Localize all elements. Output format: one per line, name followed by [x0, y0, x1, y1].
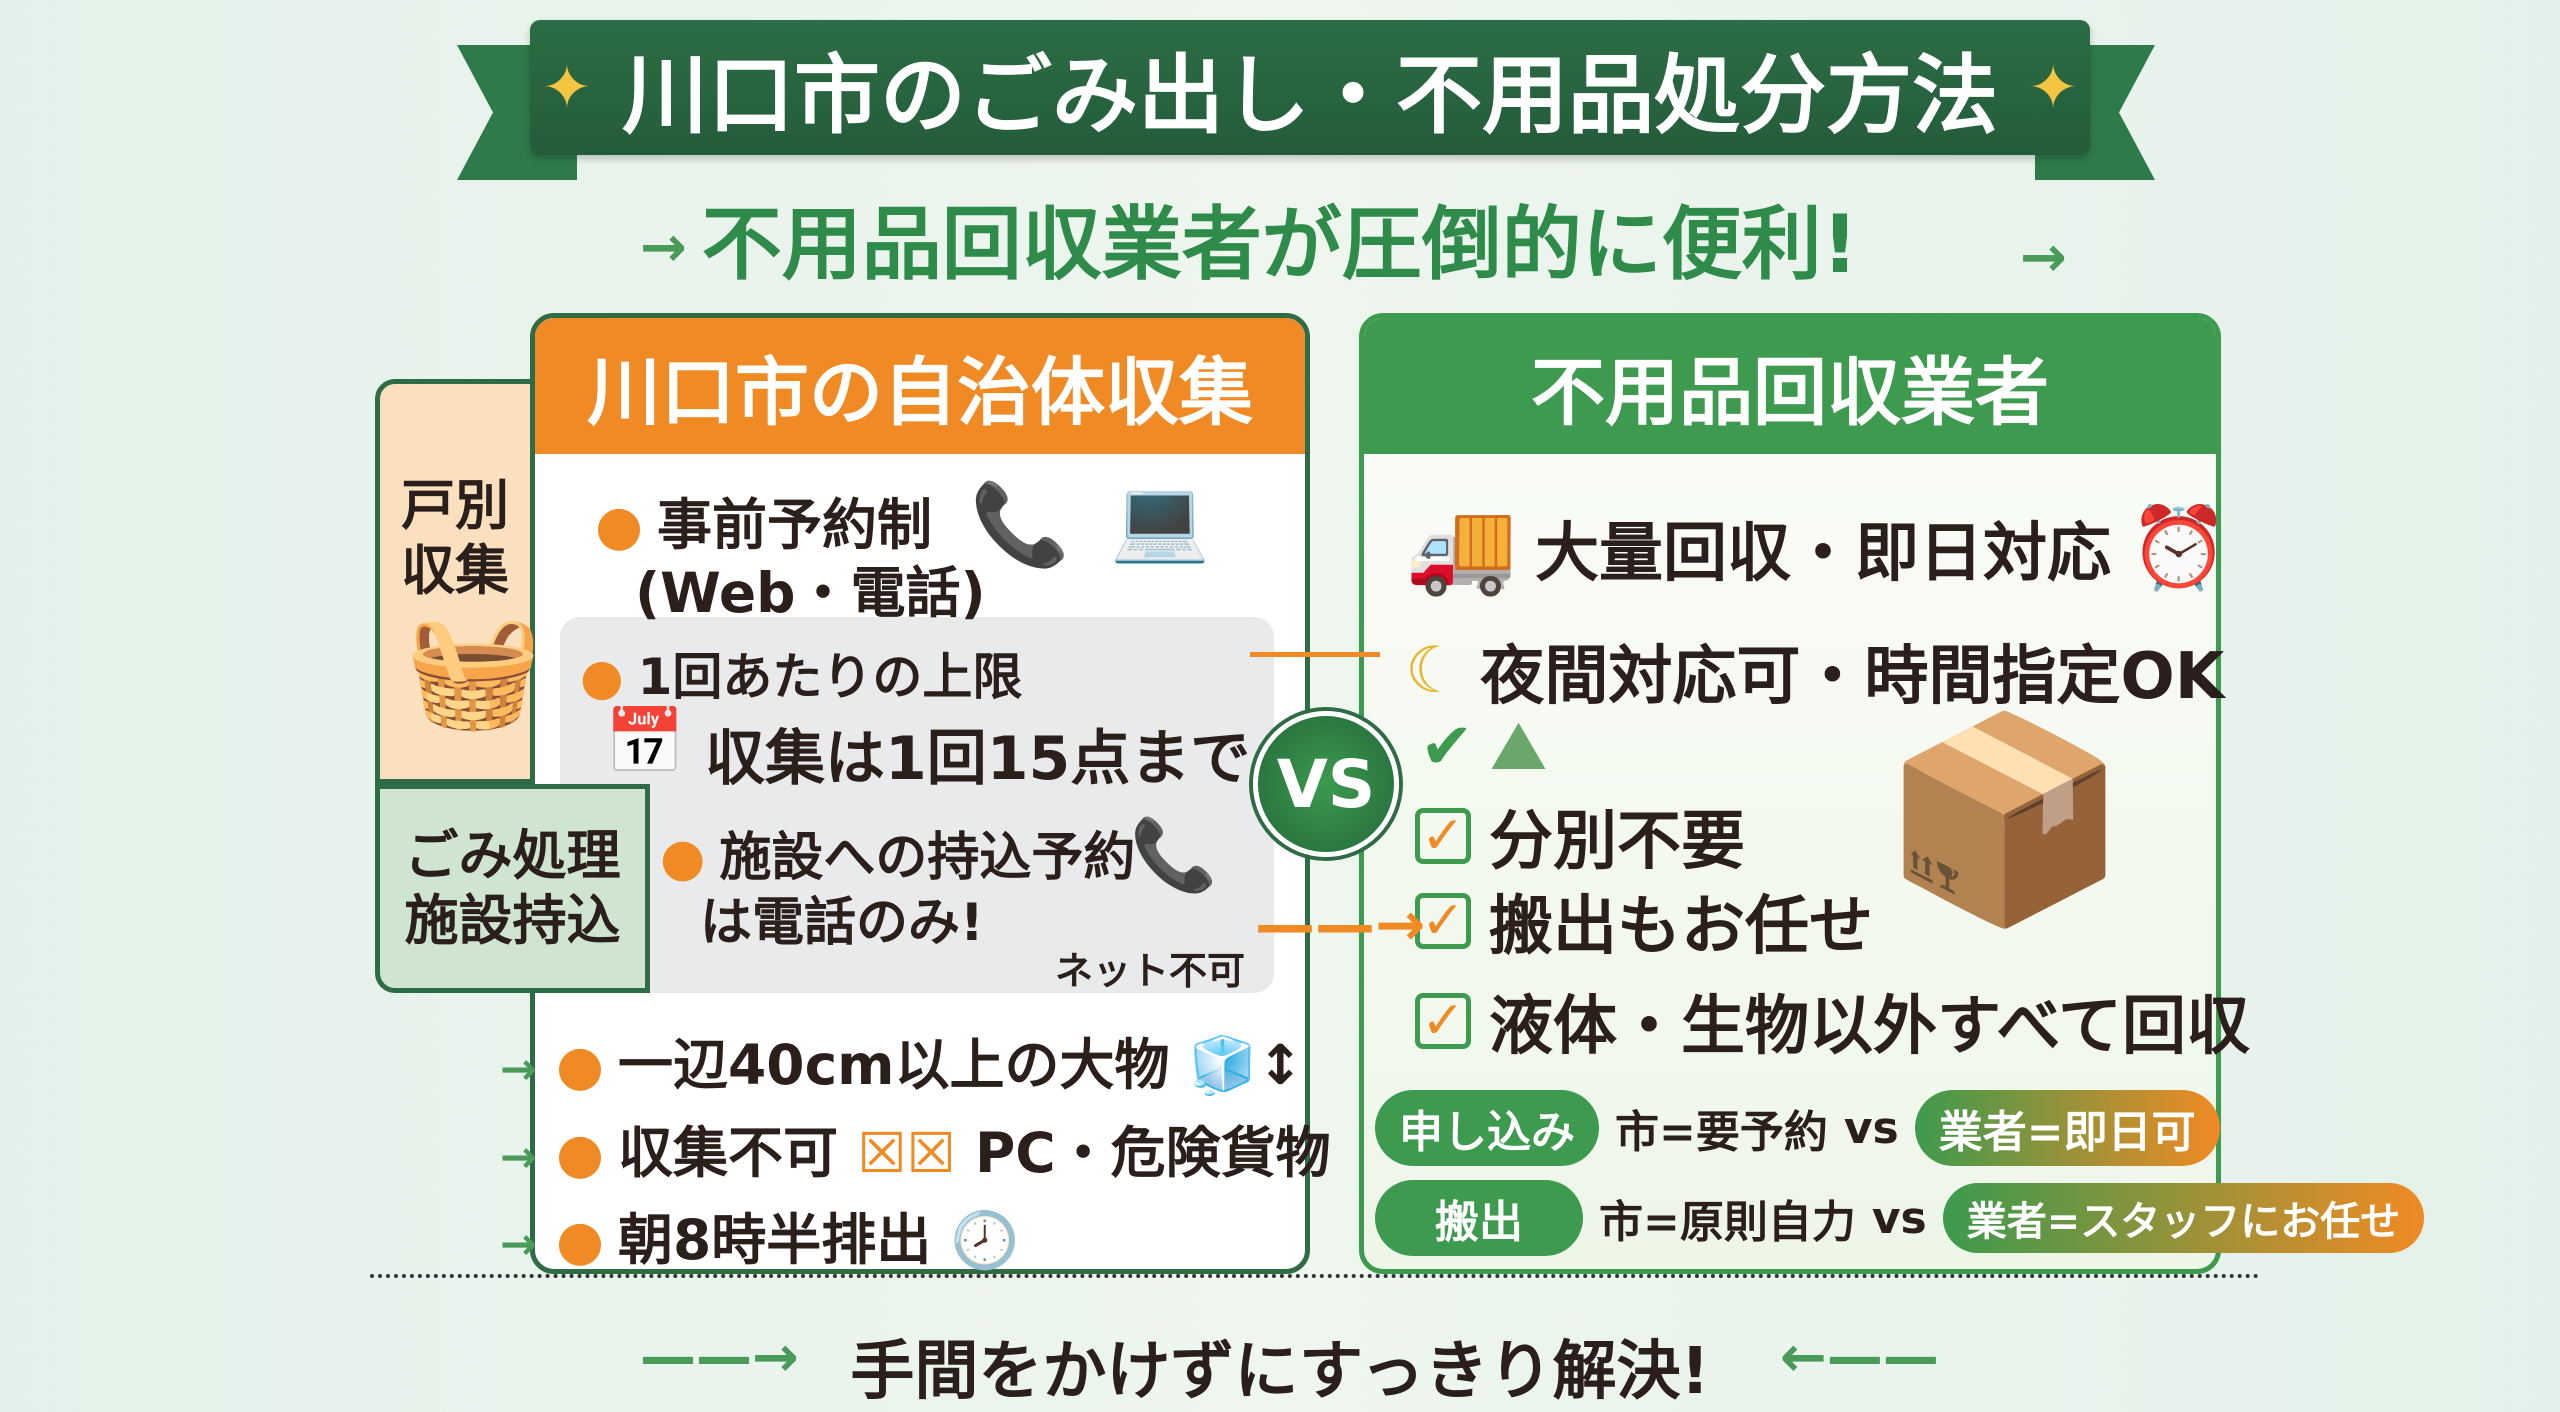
title-banner: ✦ 川口市のごみ出し・不用品処分方法 ✦ — [530, 20, 2090, 155]
checkbox-icon: ✓ — [1415, 808, 1471, 864]
limit-box — [560, 617, 1274, 993]
vendor-item: 夜間対応可・時間指定OK — [1480, 640, 2225, 714]
checkbox-icon: ✓ — [1415, 993, 1471, 1049]
vendor-item: 搬出もお任せ — [1489, 890, 1873, 964]
vendor-item: 大量回収・即日対応 — [1535, 516, 2112, 591]
tab-kobetsu: 戸別収集 — [375, 379, 535, 784]
laptop-icon: 💻 — [1110, 473, 1210, 566]
arrow-icon: → — [500, 1044, 537, 1095]
vendor-item: 分別不要 — [1489, 805, 1745, 879]
vendor-header: 不用品回収業者 — [1364, 318, 2216, 454]
alarm-clock-icon: ⏰ — [2129, 500, 2229, 594]
sparkle-icon: ✦ — [2028, 52, 2079, 123]
facility-text-2: は電話のみ! — [700, 893, 984, 953]
checkbox-icon: ✓ — [1415, 893, 1471, 949]
arrow-icon: → — [640, 215, 687, 280]
comparison-row: 申し込み 市=要予約 vs 業者=即日可 — [1375, 1090, 2220, 1166]
vs-text: vs — [1843, 1102, 1899, 1154]
movers-illustration-icon: 📦 — [1880, 703, 2130, 936]
not-collected-text: 収集不可 — [618, 1121, 839, 1185]
vs-badge: VS — [1253, 711, 1399, 857]
not-collected-items: PC・危険貨物 — [974, 1121, 1331, 1185]
clock-icon: 🕗 — [950, 1208, 1019, 1272]
divider — [370, 1274, 2260, 1278]
appliance-icon: 🧺 — [405, 606, 542, 734]
calendar-icon: 📅 — [605, 705, 685, 779]
fridge-washer-icon: 🧊↕ — [1188, 1033, 1304, 1097]
footer-message: 手間をかけずにすっきり解決! — [850, 1335, 1710, 1409]
bullet-icon: ● — [556, 1121, 605, 1185]
bullet-icon: ● — [556, 1208, 605, 1272]
vendor-value: 業者=即日可 — [1914, 1090, 2220, 1166]
bullet-icon: ● — [580, 648, 624, 706]
pile-icon: ⛰ — [1491, 710, 1546, 784]
bullet-icon: ● — [595, 493, 643, 557]
subtitle: 不用品回収業者が圧倒的に便利! — [701, 198, 1859, 291]
vs-text: vs — [1871, 1192, 1927, 1244]
tab-shisetsu: ごみ処理施設持込 — [375, 784, 650, 993]
arrow-icon: → — [2020, 225, 2067, 290]
bullet-icon: ● — [660, 828, 706, 888]
no-net-note: ネット不可 — [1055, 949, 1246, 993]
connector-line — [1250, 652, 1380, 657]
city-value: 市=要予約 — [1615, 1107, 1828, 1158]
page-title: 川口市のごみ出し・不用品処分方法 — [622, 46, 1998, 146]
city-value: 市=原則自力 — [1599, 1197, 1856, 1248]
moon-icon: ☾ — [1405, 634, 1463, 708]
limit-text: 1回あたりの上限 — [637, 648, 1023, 706]
sparkle-icon: ✦ — [541, 52, 592, 123]
arrow-icon: → — [500, 1219, 537, 1270]
arrow-icon: → — [500, 1132, 537, 1183]
arrow-icon: ——→ — [1255, 890, 1426, 960]
facility-text: 施設への持込予約 — [719, 828, 1136, 888]
municipal-header: 川口市の自治体収集 — [535, 318, 1305, 454]
vendor-value: 業者=スタッフにお任せ — [1942, 1183, 2425, 1253]
comparison-label: 申し込み — [1375, 1090, 1599, 1166]
bullet-icon: ● — [556, 1033, 605, 1097]
comparison-label: 搬出 — [1375, 1180, 1583, 1256]
comparison-row: 搬出 市=原則自力 vs 業者=スタッフにお任せ — [1375, 1180, 2425, 1256]
crossed-out-icon: ☒☒ — [857, 1121, 956, 1185]
large-item-text: 一辺40cm以上の大物 — [618, 1033, 1170, 1097]
arrow-icon: ——→ — [640, 1325, 799, 1390]
phone-icon: 📞 — [1130, 814, 1218, 896]
reservation-text: 事前予約制 — [657, 493, 933, 557]
limit-detail: 収集は1回15点まで — [705, 724, 1251, 794]
vendor-item: 液体・生物以外すべて回収 — [1489, 990, 2250, 1064]
reservation-sub: (Web・電話) — [635, 561, 986, 625]
time-text: 朝8時半排出 — [618, 1208, 932, 1272]
arrow-icon: ←—— — [1780, 1325, 1939, 1390]
check-circle-icon: ✔ — [1420, 710, 1474, 784]
phone-icon: 📞 — [970, 478, 1070, 571]
truck-icon: 🚚 — [1405, 495, 1518, 600]
